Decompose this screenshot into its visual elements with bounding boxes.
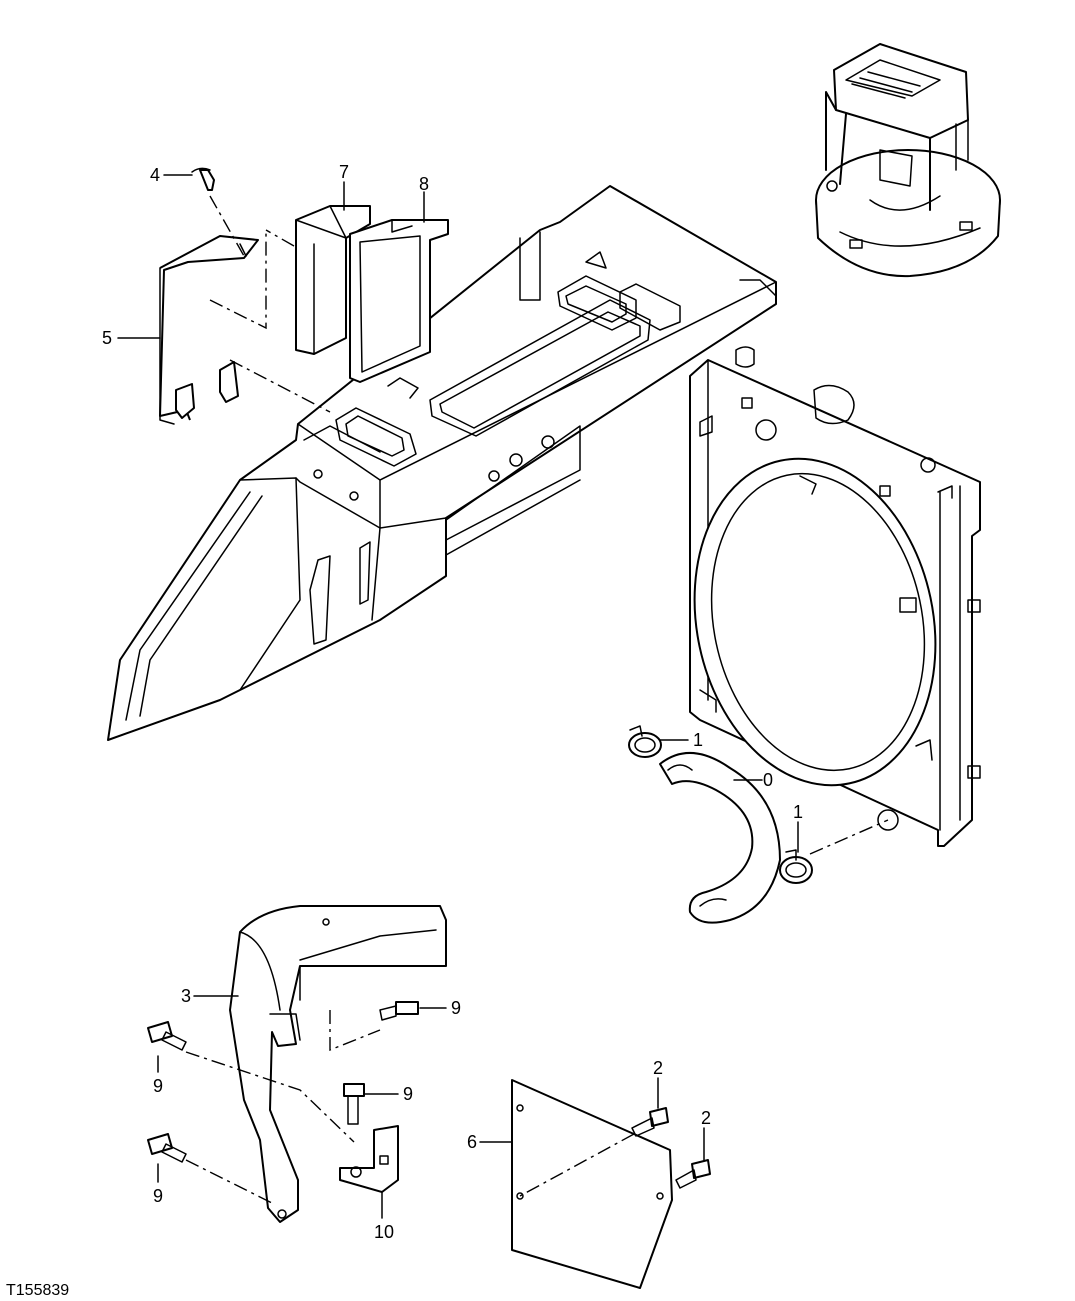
callout-7: 7 xyxy=(339,162,349,182)
small-bracket xyxy=(339,1125,399,1193)
callout-9-upper-left: 9 xyxy=(153,1076,163,1096)
callout-0: 0 xyxy=(763,770,773,790)
callout-1-lower: 1 xyxy=(793,802,803,822)
radiator xyxy=(689,346,981,847)
callout-2-right: 2 xyxy=(701,1108,711,1128)
callout-9-right: 9 xyxy=(451,998,461,1018)
callout-4: 4 xyxy=(150,165,160,185)
seal-frame xyxy=(349,219,449,383)
radiator-cover-assembly xyxy=(107,185,777,741)
callout-8: 8 xyxy=(419,174,429,194)
assembly-lines xyxy=(185,195,889,1205)
hose-clamps xyxy=(628,725,813,884)
callout-6: 6 xyxy=(467,1132,477,1152)
bolts xyxy=(147,167,711,1189)
leader-lines xyxy=(117,174,799,1219)
figure-id: T155839 xyxy=(6,1282,69,1299)
callout-5: 5 xyxy=(102,328,112,348)
callout-9-middle: 9 xyxy=(403,1084,413,1104)
callout-10: 10 xyxy=(374,1222,394,1242)
callout-1-upper: 1 xyxy=(693,730,703,750)
machine-locator-view xyxy=(815,43,1001,278)
callout-labels: 0 1 1 2 2 3 4 5 6 7 8 9 9 9 9 10 xyxy=(102,162,803,1242)
lower-duct xyxy=(229,905,447,1223)
cover-plate xyxy=(511,1079,673,1289)
callout-3: 3 xyxy=(181,986,191,1006)
callout-9-lower-left: 9 xyxy=(153,1186,163,1206)
side-bracket xyxy=(159,235,259,425)
callout-2-left: 2 xyxy=(653,1058,663,1078)
